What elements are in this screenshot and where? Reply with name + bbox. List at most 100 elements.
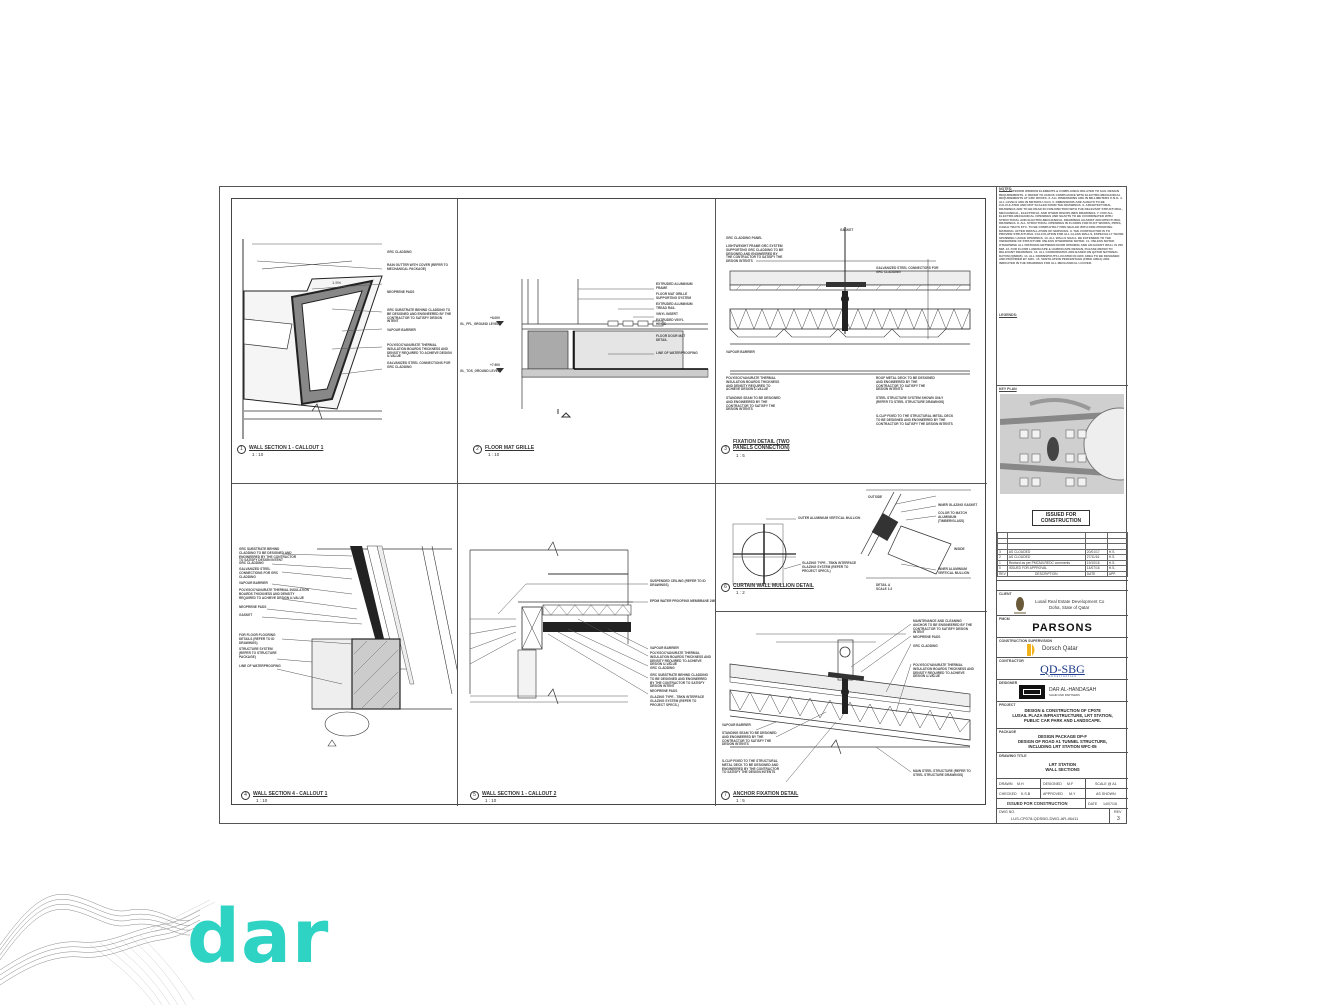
client-logo-icon — [1014, 597, 1026, 614]
annotation: EXTRUDED VINYL HINGE — [656, 318, 684, 326]
stamp-line: CONSTRUCTION — [1040, 518, 1082, 524]
annotation: RAIN GUTTER WITH COVER (REFER TO MECHANI… — [387, 263, 449, 271]
key-plan-label: KEY PLAN — [999, 387, 1017, 391]
rev-value: 3 — [1117, 816, 1120, 822]
package-description: DESIGN PACKAGE DP-F DESIGN OF ROAD A1 TU… — [997, 734, 1128, 749]
drawn-label: DRAWN — [999, 782, 1013, 786]
fixation-detail-drawing — [729, 227, 971, 375]
annotation: POLYISOCYANURATE THERMAL INSULATION BOAR… — [650, 651, 711, 667]
key-plan-image — [1000, 394, 1124, 494]
detail-number: 2 — [473, 445, 482, 454]
annotation: GALVANIZED STEEL CONNECTIONS FOR GRC CLA… — [239, 567, 279, 579]
detail-scale: 1 : 10 — [252, 452, 264, 457]
designed-label: DESIGNED — [1043, 782, 1062, 786]
designed-by: M.F — [1067, 782, 1074, 786]
scale-label: SCALE @ A1 — [1095, 782, 1117, 786]
annotation: GRC CLADDING — [913, 644, 938, 648]
qdsbg-subtitle: Construction — [1048, 674, 1077, 678]
annotation: GASKET — [840, 228, 854, 232]
table-row: 1 Revised as per PMCM/LREDC comments 19/… — [997, 559, 1129, 566]
checked-by: K.S.B — [1021, 792, 1031, 796]
annotation: FLOOR DOOR MAT DETAIL — [656, 334, 686, 342]
wall-section-4-drawing — [261, 545, 457, 747]
pmcm-label: PMCM — [999, 617, 1010, 621]
annotation: GRC CLADDING — [239, 561, 264, 565]
header-cell: REV — [997, 570, 1008, 577]
detail-title: CURTAIN WALL MULLION DETAIL — [733, 583, 814, 589]
designer-subtitle: SHAIR AND PARTNERS — [1049, 693, 1080, 697]
detail-label-scale: SCALE 1:2 — [876, 587, 893, 591]
panel-anchor-fixation-detail: MAINTENANCE AND CLEANING ANCHOR TO BE EN… — [716, 612, 987, 806]
annotation: VAPOUR BARRIER — [387, 328, 416, 332]
annotation: GRC CLADDING PANEL — [726, 236, 763, 240]
annotation: INSIDE — [954, 547, 965, 551]
designer-label: DESIGNER — [999, 681, 1018, 685]
svg-text:1.5%: 1.5% — [332, 280, 342, 285]
annotation: S-CLIP FIXED TO THE STRUCTURAL METAL DEC… — [722, 759, 780, 775]
detail-scale: 1 : 10 — [485, 798, 497, 803]
annotation: NEOPRENE PADS — [239, 605, 267, 609]
parsons-logo: PARSONS — [1032, 622, 1093, 634]
signature-row-1: DRAWN M.H DESIGNED M.F SCALE @ A1 — [997, 779, 1128, 809]
title-block: NOTES: 1. ALL EXTERIOR WINDOW ELEMENTS &… — [996, 186, 1129, 824]
level-value: +8.000 — [490, 316, 500, 320]
detail-title: FLOOR MAT GRILLE — [485, 445, 535, 451]
contractor-label: CONTRACTOR — [999, 659, 1024, 663]
project-description: DESIGN & CONSTRUCTION OF CP078 LUSAIL PL… — [997, 708, 1128, 723]
detail-scale: 1 : 5 — [736, 453, 745, 458]
date-label: DATE — [1088, 802, 1098, 806]
project-section: PROJECT DESIGN & CONSTRUCTION OF CP078 L… — [997, 702, 1128, 729]
panel-fixation-detail: GASKET GRC CLADDING PANEL LIGHTWEIGHT FR… — [716, 199, 987, 484]
annotation: POLYISOCYANURATE THERMAL INSULATION BOAR… — [239, 588, 309, 600]
annotation: NEOPRENE PADS — [913, 635, 941, 639]
detail-title: WALL SECTION 1 - CALLOUT 1 — [249, 445, 324, 451]
annotation: GRC SUBSTRATE BEHIND CLADDING TO BE DESI… — [239, 547, 297, 563]
detail-label: DETAIL A — [876, 583, 891, 587]
panel-floor-mat-grille: +8.000 GL_FFL_GROUND LEVEL +7.900 GL_TOS… — [458, 199, 716, 484]
detail-scale: 1 : 10 — [488, 452, 500, 457]
dorsch-logo-icon — [1027, 644, 1035, 656]
drawing-title: LRT STATION WALL SECTIONS — [997, 762, 1128, 772]
revision-table: 3 AS CLOUDED 20/01/17 H.S. 2 AS CLOUDED … — [997, 532, 1129, 577]
panel-wall-section-4-callout-1: GRC SUBSTRATE BEHIND CLADDING TO BE DESI… — [232, 484, 458, 806]
detail-number: 4 — [241, 791, 250, 800]
annotation: VAPOUR BARRIER — [722, 723, 751, 727]
annotation: POLYISOCYANURATE THERMAL INSULATION BOAR… — [726, 376, 780, 392]
header-cell: APP. — [1106, 570, 1129, 577]
detail-scale: 1 : 5 — [736, 798, 745, 803]
issued-for-construction-stamp: ISSUED FOR CONSTRUCTION — [1032, 510, 1090, 526]
annotation: OUTER ALUMINIUM VERTICAL MULLION — [798, 516, 861, 520]
client-name: Lusail Real Estate Development Co — [1035, 599, 1105, 604]
annotation: FLOOR MAT GRILLE SUPPORTING SYSTEM — [656, 292, 692, 300]
annotation: EPDM WATER PROOFING MEMBRANE 2MM — [650, 599, 716, 603]
project-label: PROJECT — [999, 703, 1016, 707]
annotation: MAIN STEEL STRUCTURE (REFER TO STEEL STR… — [913, 769, 971, 777]
annotation: EXTRUDED ALUMINIUM TREAD RAIL — [656, 302, 693, 310]
designer-name: DAR AL-HANDASAH — [1049, 687, 1097, 693]
checked-label: CHECKED — [999, 792, 1017, 796]
notes-section: NOTES: 1. ALL EXTERIOR WINDOW ELEMENTS &… — [997, 186, 1128, 386]
annotation: STANDING SEAM TO BE DESIGNED AND ENGINEE… — [726, 396, 781, 412]
notes-text: 1. ALL EXTERIOR WINDOW ELEMENTS & COMPLI… — [999, 189, 1124, 265]
annotation: GRC CLADDING — [650, 666, 675, 670]
package-line: INCLUDING LRT STATION WFC-05 — [1028, 744, 1097, 749]
qdsbg-logo: QD-SBG — [1040, 662, 1085, 676]
anchor-fixation-drawing — [729, 623, 971, 783]
package-line: DESIGN PACKAGE DP-F — [1038, 734, 1087, 739]
project-line: PUBLIC CAR PARK AND LANDSCAPE. — [1023, 718, 1101, 723]
drawing-area: 1.5% GRC CLADDING RAIN GUTTER WITH COVER… — [231, 198, 987, 806]
approved-by: M.Y — [1069, 792, 1076, 796]
annotation: GLAZING TYPE - TBKN INTERFACE GLAZING SY… — [650, 695, 705, 707]
drawing-title-line: WALL SECTIONS — [1045, 767, 1080, 772]
annotation: LIGHTWEIGHT FRAME GRC SYSTEM SUPPORTING … — [726, 244, 784, 264]
annotation: GRC SUBSTRATE BEHIND CLADDING TO BE DESI… — [650, 673, 709, 689]
annotation: GRC SUBSTRATE BEHIND CLADDING TO BE DESI… — [387, 308, 452, 324]
drawing-title-line: LRT STATION — [1048, 762, 1077, 767]
header-cell: DESCRIPTION — [1006, 570, 1086, 577]
level-label: GL_FFL_GROUND LEVEL — [460, 322, 500, 326]
detail-title: WALL SECTION 4 - CALLOUT 1 — [253, 791, 328, 797]
annotation: LINE OF WATERPROOFING — [656, 351, 698, 355]
annotation: COLOR TO MATCH ALUMINIUM (TIMBER/GLASS) — [938, 511, 967, 523]
dar-wordmark-logo: dar — [187, 894, 330, 980]
annotation: VINYL INSERT — [656, 312, 678, 316]
